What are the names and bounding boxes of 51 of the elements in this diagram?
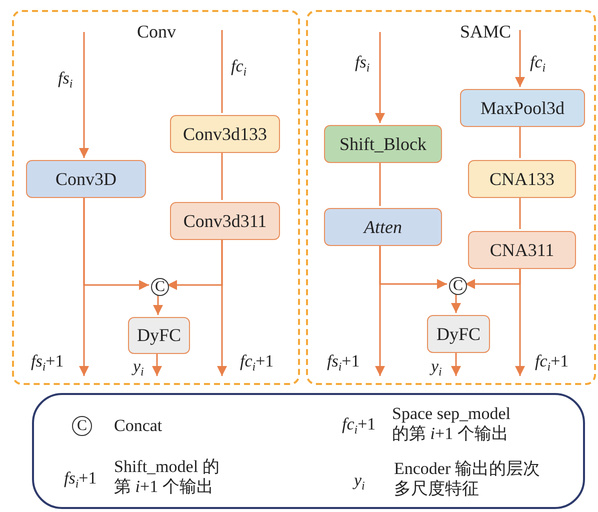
legend-symbol: fc$_{i}$+1 — [342, 414, 376, 438]
connector-line — [379, 161, 381, 206]
process-box: Conv3d133 — [170, 115, 280, 153]
process-box: Conv3D — [26, 160, 146, 198]
arrow — [79, 196, 89, 376]
legend-text: Space sep_model 的第 i+1 个输出 — [392, 404, 512, 445]
process-box: CNA133 — [468, 160, 576, 198]
arrow — [217, 238, 227, 376]
legend-symbol: fs$_{i}$+1 — [64, 468, 97, 492]
edge-label: fc$_{i}$ — [530, 52, 546, 76]
legend-box — [32, 393, 585, 509]
concat-circle: C — [151, 278, 169, 296]
edge-label: fs$_{i}$ — [58, 68, 73, 92]
panel-title: SAMC — [460, 22, 512, 42]
connector-line — [519, 125, 521, 158]
legend-text: Concat — [114, 416, 162, 436]
arrow — [153, 294, 163, 315]
arrow — [79, 32, 89, 158]
concat-circle: C — [72, 416, 92, 436]
arrow — [451, 293, 461, 313]
process-box: DyFC — [427, 315, 490, 353]
legend-text: Shift_model 的第 i+1 个输出 — [114, 457, 220, 498]
edge-label: y$_{i}$ — [133, 356, 144, 380]
arrow — [515, 267, 525, 376]
edge-label: y$_{i}$ — [431, 356, 442, 380]
process-box: CNA311 — [468, 231, 576, 269]
connector-line — [519, 196, 521, 229]
arrow — [451, 351, 461, 376]
concat-circle: C — [449, 277, 467, 295]
edge-label: fs$_{i}$ — [355, 52, 370, 76]
edge-label: fc$_{i}$+1 — [240, 351, 274, 375]
dashed-panel — [306, 10, 596, 385]
process-box: DyFC — [128, 317, 190, 354]
edge-label: fs$_{i}$+1 — [31, 351, 64, 375]
edge-label: fs$_{i}$+1 — [327, 351, 360, 375]
legend-symbol: y$_{i}$ — [354, 470, 365, 494]
arrow — [152, 352, 162, 376]
connector-line — [221, 30, 223, 113]
process-box: MaxPool3d — [460, 89, 585, 127]
process-box: Conv3d311 — [170, 202, 280, 240]
edge-label: fc$_{i}$+1 — [535, 351, 569, 375]
connector-line — [221, 151, 223, 200]
dashed-panel — [12, 10, 300, 385]
edge-label: fc$_{i}$ — [231, 56, 247, 80]
arrow — [375, 244, 385, 376]
process-box: Shift_Block — [324, 125, 442, 163]
arrow — [375, 32, 385, 123]
process-box: Atten — [324, 208, 442, 246]
legend-text: Encoder 输出的层次多尺度特征 — [394, 459, 541, 500]
arrow — [515, 30, 525, 87]
panel-title: Conv — [137, 22, 176, 42]
